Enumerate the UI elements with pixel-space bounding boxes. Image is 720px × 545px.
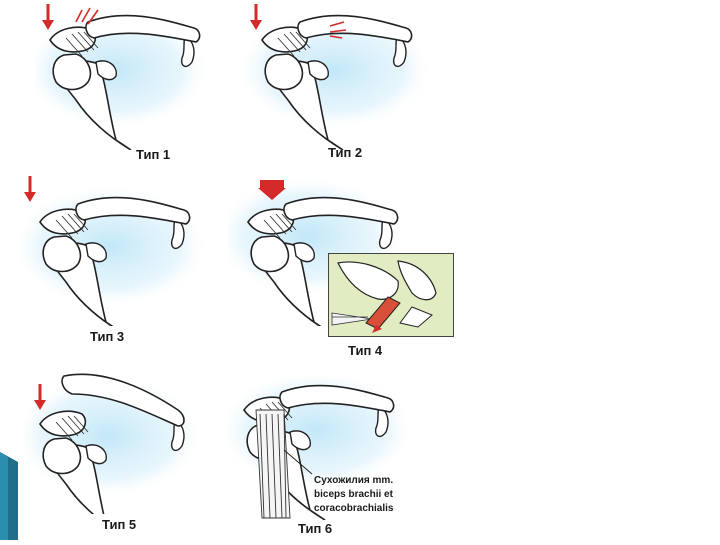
panel-type1 — [36, 0, 226, 150]
annotation-line3: coracobrachialis — [314, 503, 394, 514]
caption-type1: Тип 1 — [136, 147, 171, 162]
force-arrow — [248, 2, 264, 32]
panel-type6 — [226, 370, 426, 520]
caption-type4: Тип 4 — [348, 343, 383, 358]
force-arrow-large — [258, 180, 286, 200]
annotation-tendons: Сухожилия mm. biceps brachii et coracobr… — [314, 474, 393, 516]
caption-type2: Тип 2 — [328, 145, 363, 160]
annotation-line1: Сухожилия mm. — [314, 475, 394, 486]
slide-accent-decoration — [0, 452, 18, 540]
rupture-marks — [329, 21, 347, 39]
panel-type2 — [244, 0, 444, 150]
leader-line — [283, 449, 313, 475]
inset-detail — [328, 253, 454, 337]
annotation-line2: biceps brachii et — [314, 489, 393, 500]
caption-type5: Тип 5 — [102, 517, 137, 532]
panel-type3 — [20, 176, 220, 326]
tendons — [255, 409, 291, 519]
panel-type5 — [22, 364, 212, 514]
rupture-marks — [75, 7, 99, 25]
caption-type3: Тип 3 — [90, 329, 125, 344]
displaced-clavicle — [61, 373, 185, 427]
force-arrow — [22, 176, 38, 204]
caption-type6: Тип 6 — [298, 521, 333, 536]
